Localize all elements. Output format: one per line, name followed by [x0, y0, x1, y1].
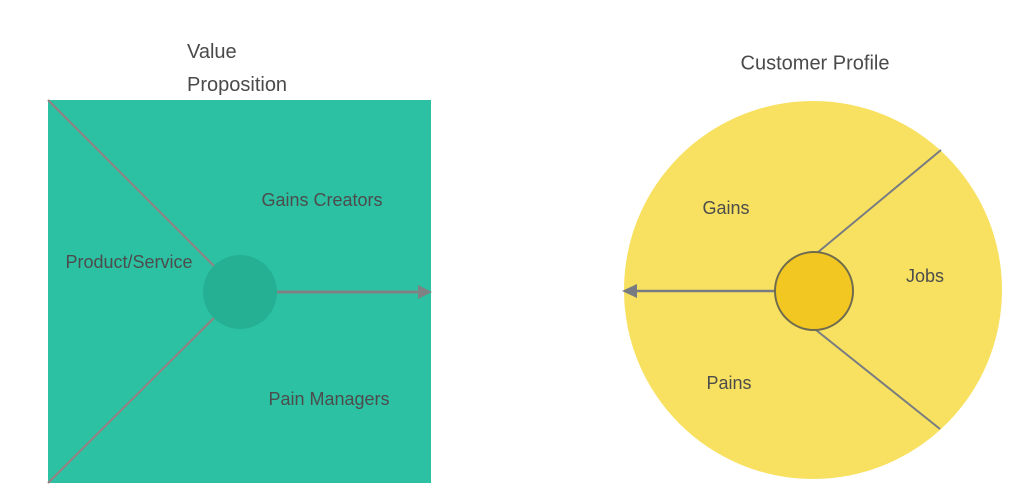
square-right-arrowhead-icon	[418, 285, 432, 299]
circle-left-arrowhead-icon	[622, 284, 637, 298]
square-diagonal-bottom-line	[47, 291, 241, 484]
value-proposition-title: Value Proposition	[187, 41, 288, 96]
gains-creators-label: Gains Creators	[261, 190, 383, 211]
square-center-circle	[203, 255, 277, 329]
circle-center-circle	[774, 251, 854, 331]
pain-managers-label: Pain Managers	[268, 389, 390, 410]
circle-lower-divider-line	[815, 329, 941, 430]
jobs-label: Jobs	[905, 266, 945, 287]
square-diagonal-top-line	[47, 99, 241, 293]
pains-label: Pains	[706, 373, 752, 394]
gains-label: Gains	[702, 198, 750, 219]
customer-profile-title: Customer Profile	[740, 52, 890, 75]
circle-upper-divider-line	[816, 149, 942, 254]
product-service-label: Product/Service	[65, 252, 193, 273]
